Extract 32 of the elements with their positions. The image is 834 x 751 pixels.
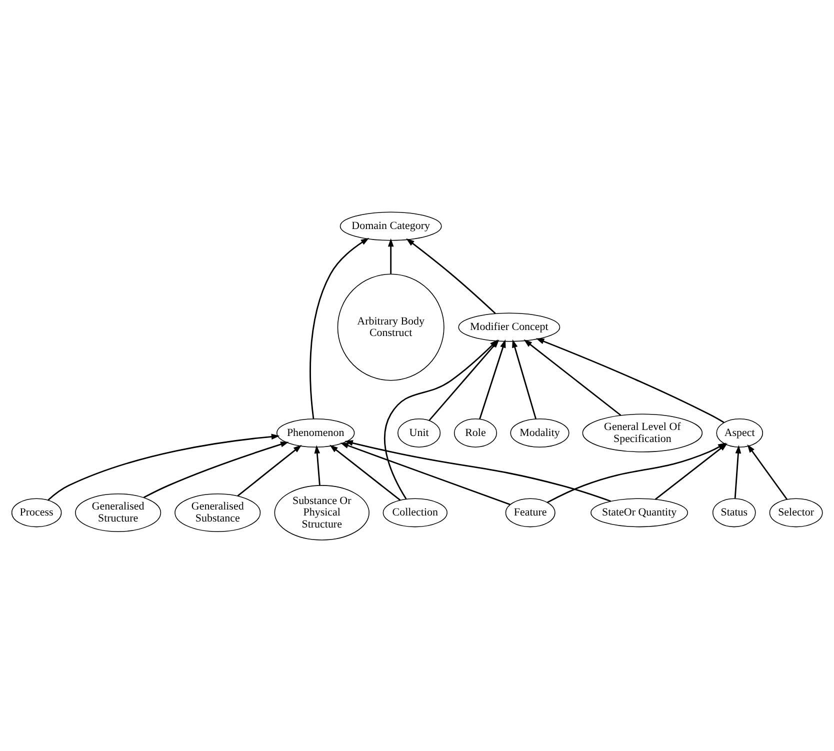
node-ellipse: Generalised Substance (174, 492, 261, 532)
arrow (734, 444, 742, 498)
arrow (314, 444, 320, 486)
node-ellipse: Status (712, 498, 756, 527)
node-ellipse: Modifier Concept (458, 312, 560, 342)
node-ellipse: General Level Of Specification (582, 413, 703, 452)
arrow (143, 441, 289, 498)
node-ellipse: Aspect (716, 418, 764, 447)
arrow (340, 442, 510, 505)
arrow (406, 238, 496, 314)
node-ellipse: Domain Category (340, 211, 442, 240)
arrow (512, 338, 536, 419)
arrow (747, 444, 788, 500)
arrow (310, 237, 370, 418)
node-ellipse: Unit (398, 418, 441, 447)
node-ellipse: Feature (505, 498, 556, 527)
node-ellipse: StateOr Quantity (590, 498, 688, 527)
node-ellipse: Generalised Structure (75, 492, 162, 532)
node-ellipse: Selector (769, 498, 823, 527)
node-ellipse: Substance Or Physical Structure (274, 484, 370, 540)
arrow (48, 433, 280, 500)
arrow (237, 444, 302, 496)
node-ellipse: Collection (382, 498, 448, 527)
arrow (330, 444, 401, 500)
arrow (524, 338, 622, 416)
arrow (536, 338, 724, 423)
node-ellipse: Role (454, 418, 498, 447)
arrow (388, 238, 394, 274)
node-ellipse: Modality (510, 418, 570, 447)
node-circle: Arbitrary Body Construct (337, 273, 444, 380)
node-ellipse: Process (11, 498, 62, 527)
arrow (344, 440, 612, 502)
